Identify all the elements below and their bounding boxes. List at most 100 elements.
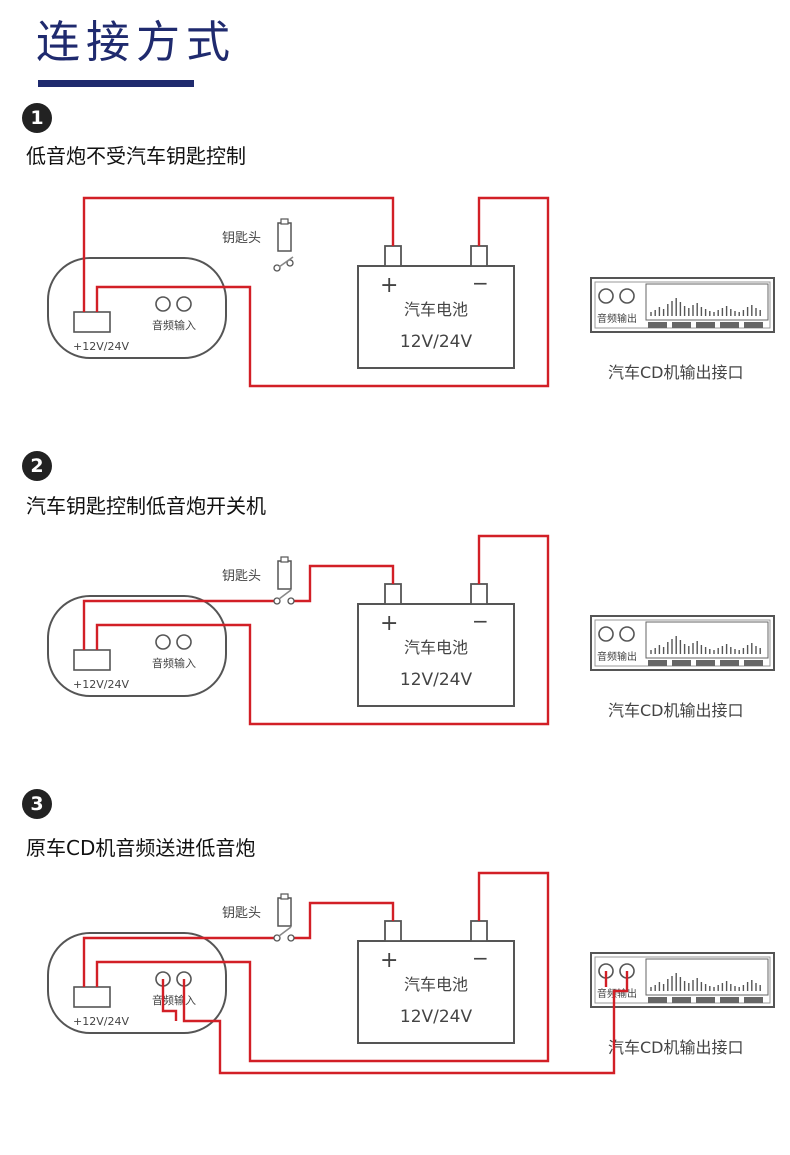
title-underline: [38, 80, 194, 87]
power-terminal: [73, 311, 111, 333]
cd-output-jack-left: [598, 626, 614, 642]
cd-caption: 汽车CD机输出接口: [608, 1038, 744, 1057]
battery-name: 汽车电池: [404, 638, 468, 657]
cd-display: [645, 621, 769, 659]
cd-button: [648, 997, 667, 1003]
battery-positive-terminal: [384, 583, 402, 605]
battery-name: 汽车电池: [404, 300, 468, 319]
cd-output-jack-right: [619, 626, 635, 642]
cd-button: [720, 322, 739, 328]
battery-plus-sign: +: [380, 948, 398, 973]
power-wire: [82, 196, 395, 312]
step-3-description: 原车CD机音频送进低音炮: [26, 836, 256, 860]
cd-button: [696, 997, 715, 1003]
key-label: 钥匙头: [222, 231, 261, 246]
battery-voltage: 12V/24V: [400, 670, 473, 690]
cd-button: [744, 997, 763, 1003]
cd-output-jack-left: [598, 288, 614, 304]
cd-output-jack-right: [619, 288, 635, 304]
battery-name: 汽车电池: [404, 975, 468, 994]
cd-audio-label: 音频输出: [597, 987, 637, 1000]
battery-body: [357, 265, 515, 369]
subwoofer-body: [47, 257, 227, 359]
battery-minus-sign: −: [472, 271, 489, 295]
amp-audio-label: 音频输入: [152, 993, 196, 1007]
step-1-number: 1: [22, 103, 52, 133]
audio-wire-left: [161, 979, 178, 1021]
cd-button: [696, 660, 715, 666]
step-1-description: 低音炮不受汽车钥匙控制: [26, 144, 246, 168]
audio-wire-right: [182, 971, 629, 1075]
audio-input-jack-right: [176, 296, 192, 312]
cd-button: [720, 997, 739, 1003]
cd-display: [645, 283, 769, 321]
audio-input-jack-left: [155, 634, 171, 650]
power-wire-battery-side: [292, 564, 395, 603]
key-top: [280, 556, 289, 563]
amp-power-label: +12V/24V: [73, 1015, 129, 1028]
cd-button: [672, 997, 691, 1003]
power-wire-battery-side: [292, 901, 395, 940]
cd-display: [645, 958, 769, 996]
battery-body: [357, 603, 515, 707]
key-switch-contact: [287, 934, 295, 942]
key-switch-contact: [273, 264, 281, 272]
key-switch-lever: [278, 926, 292, 937]
key-top: [280, 893, 289, 900]
audio-input-jack-right: [176, 634, 192, 650]
step-2-description: 汽车钥匙控制低音炮开关机: [26, 494, 266, 518]
battery-negative-terminal: [470, 920, 488, 942]
wiring-diagram-1: +12V/24V音频输入钥匙头+−汽车电池12V/24V音频输出汽车CD机输出接…: [47, 196, 775, 388]
cd-button: [648, 660, 667, 666]
battery-minus-sign: −: [472, 609, 489, 633]
cd-audio-label: 音频输出: [597, 650, 637, 663]
subwoofer-body: [47, 595, 227, 697]
battery-voltage: 12V/24V: [400, 1007, 473, 1027]
key-icon: [277, 897, 292, 927]
battery-plus-sign: +: [380, 273, 398, 298]
ground-wire: [95, 871, 550, 1063]
battery-positive-terminal: [384, 920, 402, 942]
cd-audio-label: 音频输出: [597, 312, 637, 325]
battery-minus-sign: −: [472, 946, 489, 970]
key-icon: [277, 560, 292, 590]
ground-wire: [95, 196, 550, 388]
cd-button: [648, 322, 667, 328]
cd-button: [744, 322, 763, 328]
cd-button: [744, 660, 763, 666]
battery-body: [357, 940, 515, 1044]
audio-input-jack-left: [155, 296, 171, 312]
subwoofer-body: [47, 932, 227, 1034]
key-label: 钥匙头: [222, 569, 261, 584]
battery-positive-terminal: [384, 245, 402, 267]
amp-power-label: +12V/24V: [73, 678, 129, 691]
cd-caption: 汽车CD机输出接口: [608, 363, 744, 382]
step-2-number: 2: [22, 451, 52, 481]
key-top: [280, 218, 289, 225]
cd-button: [720, 660, 739, 666]
page-title: 连接方式: [36, 17, 236, 68]
power-wire-amp-side: [82, 936, 276, 987]
key-switch-lever: [278, 589, 292, 600]
cd-button: [696, 322, 715, 328]
battery-negative-terminal: [470, 583, 488, 605]
wiring-diagram-3: +12V/24V 音频输入 钥匙头 + −汽车电池 12V/24V 音频输出汽车CD机输出接…: [47, 871, 775, 1075]
power-terminal: [73, 986, 111, 1008]
power-wire-amp-side: [82, 599, 276, 650]
battery-plus-sign: +: [380, 611, 398, 636]
cd-button: [672, 660, 691, 666]
cd-button: [672, 322, 691, 328]
key-icon: [277, 222, 292, 252]
power-terminal: [73, 649, 111, 671]
ground-wire: [95, 534, 550, 726]
key-label: 钥匙头: [222, 906, 261, 921]
cd-unit-body: [590, 277, 775, 333]
amp-audio-label: 音频输入: [152, 318, 196, 332]
key-switch-contact: [273, 597, 281, 605]
battery-voltage: 12V/24V: [400, 332, 473, 352]
amp-audio-label: 音频输入: [152, 656, 196, 670]
cd-caption: 汽车CD机输出接口: [608, 701, 744, 720]
step-3-number: 3: [22, 789, 52, 819]
key-switch-contact: [287, 597, 295, 605]
wiring-diagram-2: +12V/24V 音频输入 钥匙头 + −汽车电池 12V/24V 音频输出汽车CD机输出接…: [47, 534, 775, 726]
